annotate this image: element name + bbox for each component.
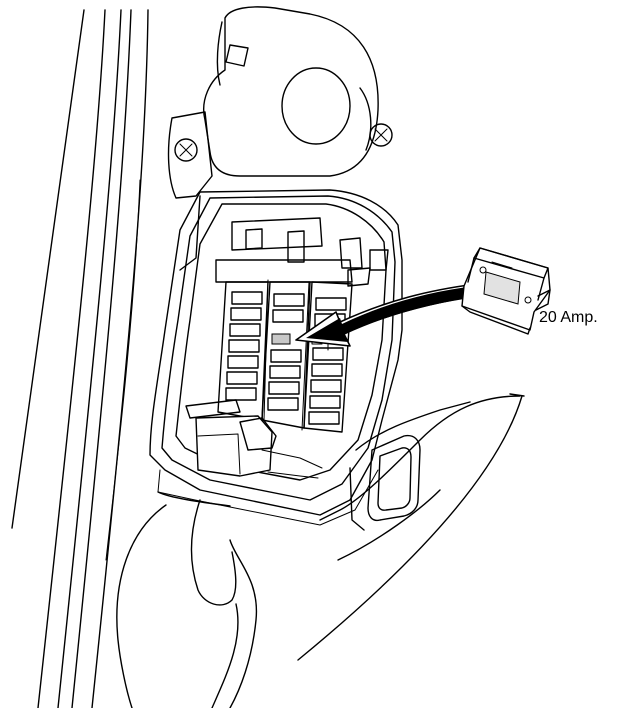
side-vent bbox=[367, 434, 421, 522]
lower-trim-panel bbox=[116, 393, 525, 708]
door-pillar-lines bbox=[11, 9, 149, 708]
left-bracket-plate bbox=[167, 111, 213, 271]
fuse-slots-left bbox=[225, 291, 263, 401]
fuse-rating-label: 20 Amp. bbox=[539, 309, 598, 326]
curved-arrow-icon bbox=[295, 283, 481, 347]
upper-bracket bbox=[203, 6, 379, 177]
screw-icon bbox=[174, 138, 198, 162]
fuse-box-housing bbox=[149, 189, 403, 526]
fuse-slots-middle bbox=[267, 293, 305, 411]
blade-fuse-icon bbox=[461, 247, 551, 335]
fuse-slots-right bbox=[308, 297, 347, 425]
target-fuse-slot bbox=[271, 333, 291, 345]
fuse-block bbox=[185, 217, 389, 479]
screw-icon bbox=[369, 123, 393, 147]
